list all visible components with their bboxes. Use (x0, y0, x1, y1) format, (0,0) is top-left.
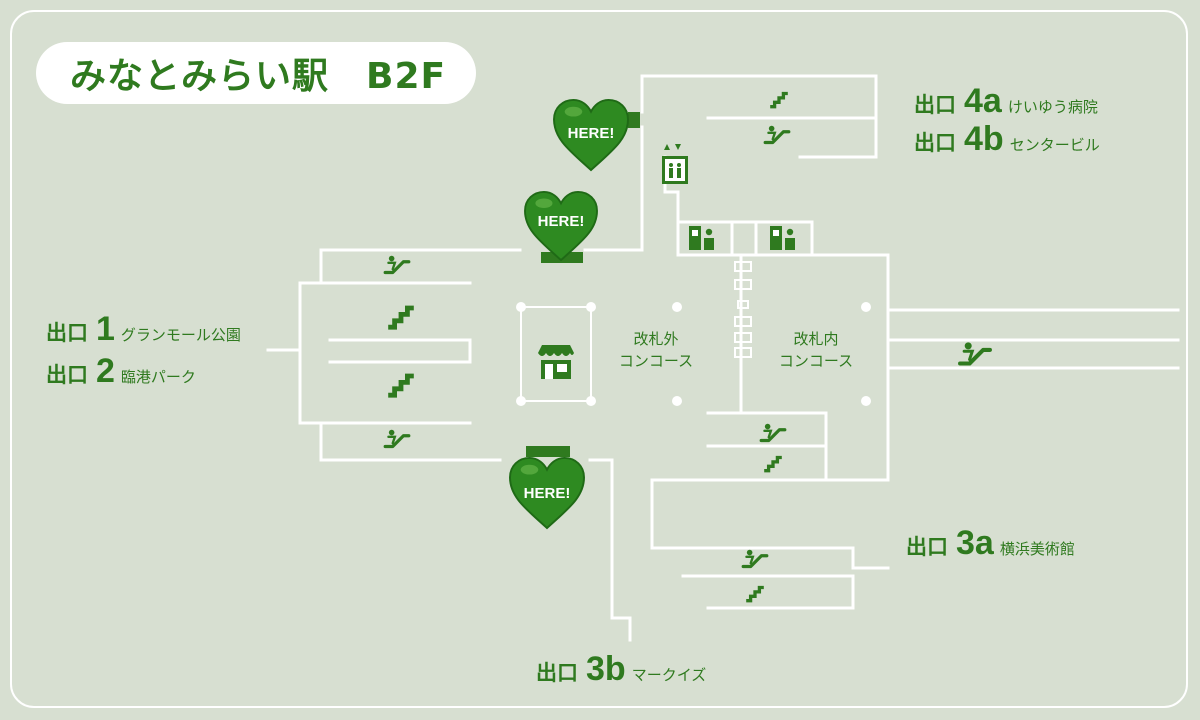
map-frame (10, 10, 1188, 708)
exit-prefix: 出口 (906, 535, 948, 559)
exit-prefix: 出口 (46, 363, 88, 387)
here-marker-middle: HERE! (524, 190, 598, 263)
ticket-gate-icon (689, 226, 714, 250)
page-title: みなとみらい駅 B2F (70, 56, 447, 97)
concourse-line: 改札外 (633, 330, 679, 348)
escalator-icon (383, 254, 411, 275)
concourse-line: 改札内 (793, 330, 839, 348)
exit-3a-label: 出口 3a 横浜美術館 (906, 524, 1075, 563)
stairs-icon (744, 585, 766, 603)
exit-destination: 横浜美術館 (999, 540, 1075, 558)
here-marker-top: HERE! (553, 98, 640, 172)
exit-number: 4a (964, 82, 1002, 120)
walls (266, 74, 1180, 642)
here-label: HERE! (568, 125, 615, 142)
concourse-line: コンコース (618, 352, 694, 370)
exit-number: 2 (96, 352, 115, 390)
outside-concourse-label: 改札外 コンコース (608, 328, 704, 372)
gate-barriers (734, 261, 752, 358)
inside-concourse-label: 改札内 コンコース (768, 328, 864, 372)
exit-destination: マークイズ (631, 666, 707, 684)
elevator-icon (662, 144, 688, 184)
escalator-icon (741, 548, 769, 569)
exit-destination: センタービル (1009, 136, 1100, 154)
exit-prefix: 出口 (914, 131, 956, 155)
exit-destination: グランモール公園 (120, 326, 241, 344)
pillar (672, 396, 682, 406)
exit-3b-label: 出口 3b マークイズ (536, 650, 706, 689)
exit-number: 4b (964, 120, 1004, 158)
here-marker-bottom: HERE! (509, 446, 585, 530)
exit-number: 3a (956, 524, 994, 562)
ticket-gate-icon (770, 226, 795, 250)
shop-icon (538, 345, 574, 379)
exit-destination: 臨港パーク (120, 368, 196, 386)
exit-1-label: 出口 1 グランモール公園 (46, 310, 241, 349)
stairs-icon (388, 308, 414, 327)
here-label: HERE! (524, 485, 571, 502)
title-badge: みなとみらい駅 B2F (36, 42, 476, 104)
concourse-line: コンコース (778, 352, 854, 370)
exit-destination: けいゆう病院 (1007, 98, 1098, 116)
escalator-icon (383, 428, 411, 449)
exit-number: 1 (96, 310, 115, 348)
stairs-icon (388, 376, 414, 395)
stairs-icon (762, 455, 784, 473)
exit-4b-label: 出口 4b センタービル (914, 120, 1100, 159)
pillar (861, 396, 871, 406)
exit-2-label: 出口 2 臨港パーク (46, 352, 196, 391)
exit-prefix: 出口 (914, 93, 956, 117)
exit-prefix: 出口 (536, 661, 578, 685)
stairs-icon (768, 91, 790, 109)
escalator-icon (759, 422, 787, 443)
here-label: HERE! (538, 213, 585, 230)
exit-prefix: 出口 (46, 321, 88, 345)
exit-number: 3b (586, 650, 626, 688)
exit-4a-label: 出口 4a けいゆう病院 (914, 82, 1098, 121)
escalator-icon (763, 124, 791, 145)
pillar (861, 302, 871, 312)
escalator-icon (960, 342, 990, 363)
pillar (672, 302, 682, 312)
shop-outline (520, 306, 592, 402)
